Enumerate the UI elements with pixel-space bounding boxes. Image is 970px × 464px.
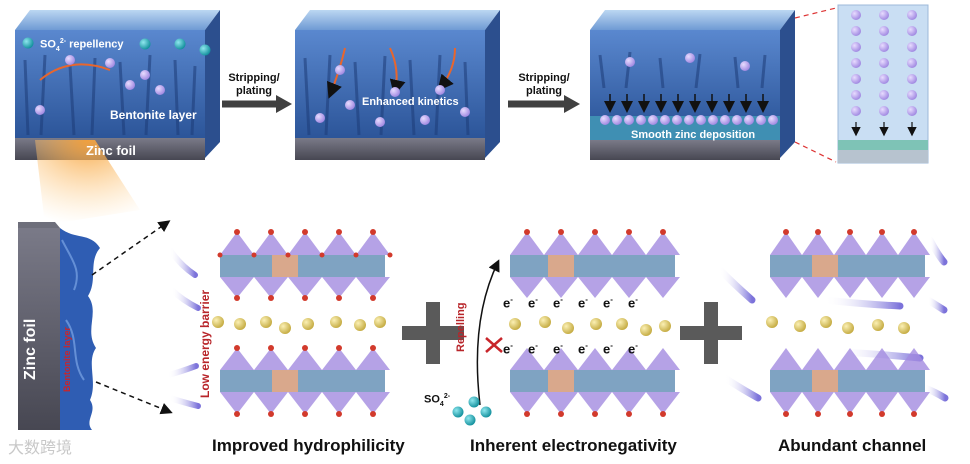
- caption-abundant-channel: Abundant channel: [778, 436, 926, 456]
- so4-repellency-label: SO42- repellency: [40, 38, 124, 53]
- bottom-panel-3: [720, 229, 945, 417]
- smooth-zinc-deposition-label: Smooth zinc deposition: [631, 129, 755, 141]
- bottom-panel-2: [453, 229, 681, 426]
- electron-row-bottom: e-e-e-e-e-e-: [503, 340, 653, 358]
- so4-ion-label: SO42-: [424, 393, 450, 408]
- bentonite-coating-label: Bentonite layer: [62, 327, 72, 392]
- electron-marker: e-: [628, 295, 653, 310]
- electron-row-top: e-e-e-e-e-e-: [503, 294, 653, 312]
- electron-marker: e-: [528, 295, 553, 310]
- bentonite-layer-label: Bentonite layer: [110, 108, 197, 122]
- electron-marker: e-: [528, 341, 553, 356]
- caption-inherent-electronegativity: Inherent electronegativity: [470, 436, 677, 456]
- electron-marker: e-: [578, 341, 603, 356]
- low-energy-barrier-label: Low energy barrier: [198, 290, 212, 398]
- stripping-plating-label-2: Stripping/plating: [512, 72, 576, 98]
- zoom-inset: [838, 5, 928, 163]
- repelling-label: Repelling: [455, 302, 467, 352]
- top-panel-2: [295, 10, 500, 160]
- electron-marker: e-: [603, 341, 628, 356]
- electron-marker: e-: [503, 341, 528, 356]
- electron-marker: e-: [578, 295, 603, 310]
- top-panel-1: [15, 10, 220, 160]
- plus-sign-2: [680, 302, 742, 364]
- enhanced-kinetics-label: Enhanced kinetics: [362, 96, 459, 108]
- stripping-plating-label-1: Stripping/plating: [224, 72, 284, 98]
- electron-marker: e-: [553, 341, 578, 356]
- zinc-foil-label-bottom: Zinc foil: [22, 319, 40, 380]
- zinc-foil-label-top: Zinc foil: [86, 143, 136, 158]
- electron-marker: e-: [603, 295, 628, 310]
- watermark: 大数跨境: [8, 434, 72, 458]
- electron-marker: e-: [503, 295, 528, 310]
- caption-improved-hydrophilicity: Improved hydrophilicity: [212, 436, 405, 456]
- electron-marker: e-: [553, 295, 578, 310]
- electron-marker: e-: [628, 341, 653, 356]
